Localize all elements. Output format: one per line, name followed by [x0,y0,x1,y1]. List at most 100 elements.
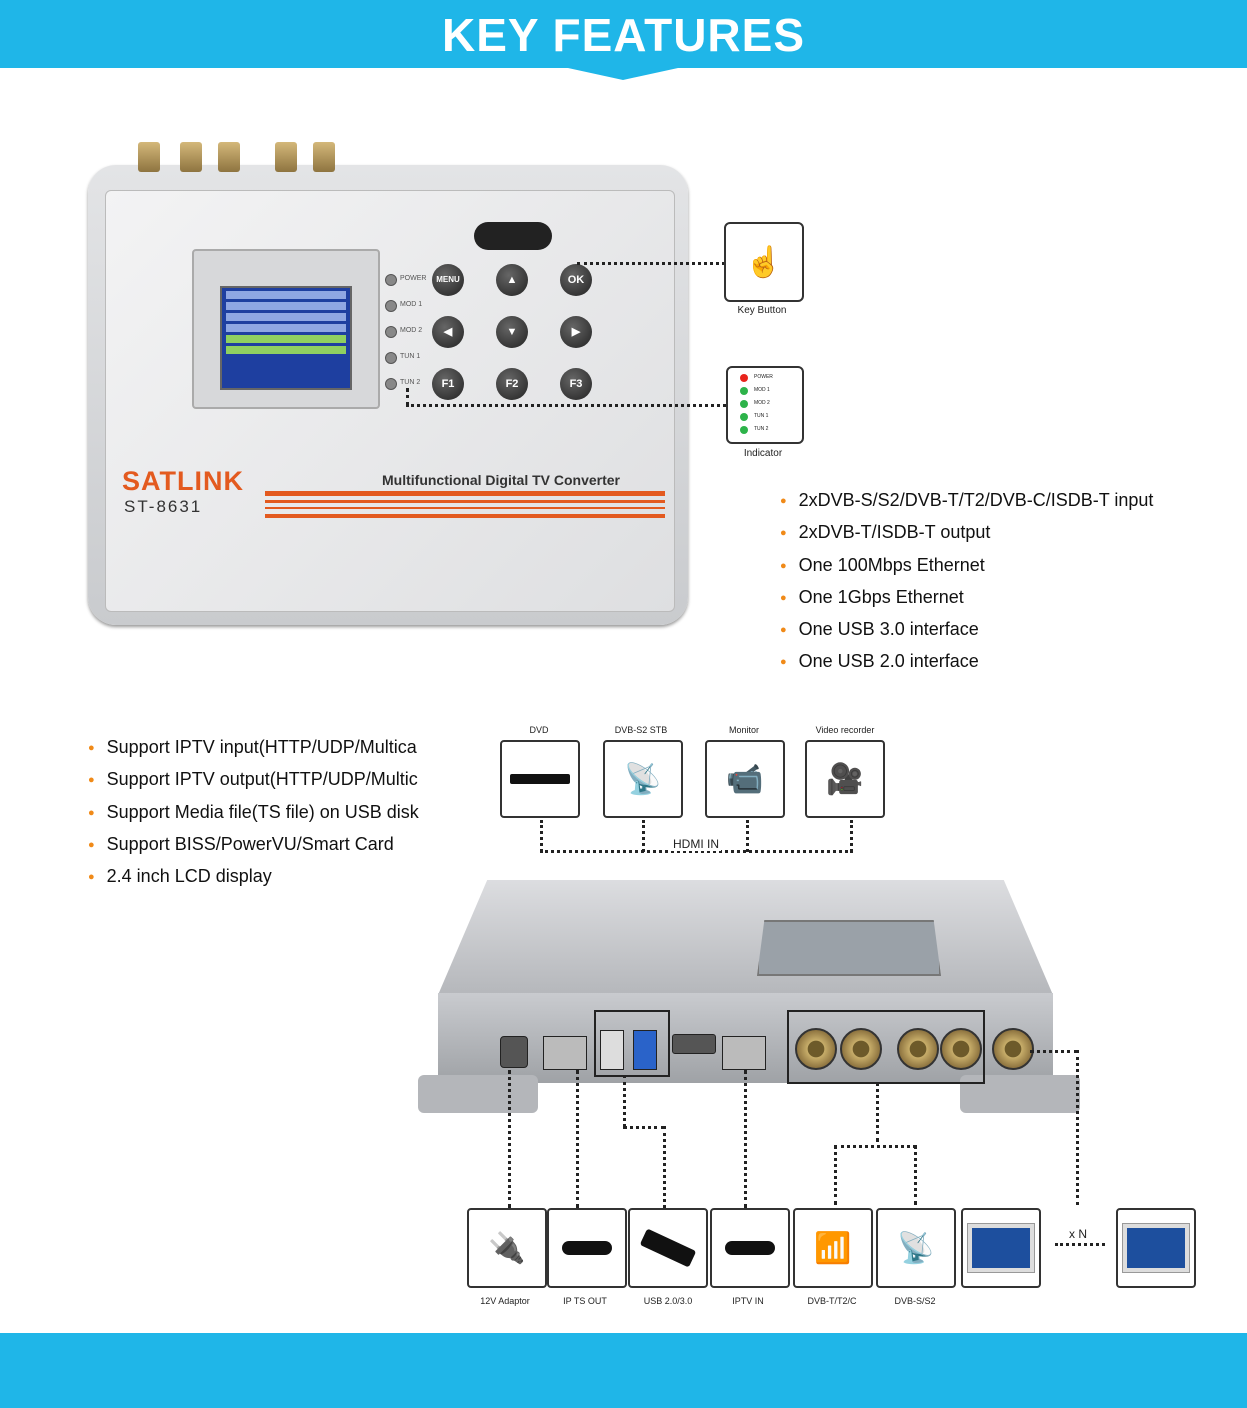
source-label: DVD [529,725,549,735]
indicator-led-label: MOD 1 [754,387,770,393]
connector-line [406,404,726,407]
model-label: ST-8631 [124,497,203,516]
tv-antenna-icon: 📶 [814,1231,852,1265]
connector-line [642,820,645,852]
cctv-camera-icon: 📹 [726,762,764,796]
repeat-count-label: x N [1069,1227,1087,1241]
monitor-icon [963,1210,1039,1286]
source-label: DVB-S2 STB [614,725,668,735]
feature-item: 2xDVB-S/S2/DVB-T/T2/DVB-C/ISDB-T input [780,486,1154,518]
rf-port [138,142,160,172]
set-top-box-icon [712,1210,788,1286]
hdmi-port [672,1034,716,1054]
output-label: 12V Adaptor [480,1296,530,1306]
usb-drive-box [628,1208,708,1288]
mounting-foot [960,1075,1080,1113]
led-label: MOD 2 [400,327,423,334]
feature-item: One USB 3.0 interface [780,615,1153,647]
iptv-in-box [710,1208,790,1288]
output-label: DVB-T/T2/C [807,1296,857,1306]
terrestrial-antenna-box: 📶 [793,1208,873,1288]
right-button[interactable]: ▶ [560,316,592,348]
connector-line [876,1082,879,1142]
connector-line [746,820,749,852]
output-label: USB 2.0/3.0 [643,1296,693,1306]
header-banner [0,0,1247,68]
feature-item: One 1Gbps Ethernet [780,583,1153,615]
source-label: Monitor [728,725,759,735]
usb-port-group [594,1010,670,1077]
rf-port-group [787,1010,985,1084]
rf-input-port [795,1028,837,1070]
led-tun2 [385,378,397,390]
tv-monitor-box [961,1208,1041,1288]
hand-pointer-icon: ☝ [745,245,783,279]
rf-port [218,142,240,172]
f2-button[interactable]: F2 [496,368,528,400]
f1-button[interactable]: F1 [432,368,464,400]
dvd-player-box [500,740,580,818]
f3-button[interactable]: F3 [560,368,592,400]
tv-monitor-box [1116,1208,1196,1288]
led-power-icon [740,374,748,382]
satellite-dish-icon: 📡 [624,762,662,796]
usb3-port [633,1030,657,1070]
led-tun1-icon [740,413,748,421]
mounting-foot [418,1075,538,1113]
connector-line [1076,1050,1079,1205]
connector-line [744,1070,747,1208]
up-button[interactable]: ▲ [496,264,528,296]
power-adaptor-box: 🔌 [467,1208,547,1288]
rf-port [275,142,297,172]
dc-power-port [500,1036,528,1068]
rf-input-port [940,1028,982,1070]
ethernet-port [543,1036,587,1070]
connector-line [663,1126,666,1208]
connector-line [577,262,725,265]
down-button[interactable]: ▼ [496,316,528,348]
led-mod1-icon [740,387,748,395]
decor-stripe [265,491,665,496]
connector-line [540,850,853,853]
video-recorder-box: 🎥 [805,740,885,818]
indicator-led-label: TUN 1 [754,413,769,419]
led-label: MOD 1 [400,301,423,308]
key-button-label: Key Button [737,305,787,316]
page-title: KEY FEATURES [441,9,806,61]
ok-button[interactable]: OK [560,264,592,296]
indicator-led-label: TUN 2 [754,426,769,432]
feature-item: 2xDVB-T/ISDB-T output [780,518,1153,550]
rf-input-port [840,1028,882,1070]
connector-line [1055,1243,1105,1246]
led-mod2 [385,326,397,338]
led-power [385,274,397,286]
led-label: TUN 1 [400,353,421,360]
feature-list-right: 2xDVB-S/S2/DVB-T/T2/DVB-C/ISDB-T input 2… [780,486,1154,680]
led-tun1 [385,352,397,364]
dvd-player-icon [502,742,578,816]
source-label: Video recorder [815,725,875,735]
rf-port [313,142,335,172]
left-button[interactable]: ◀ [432,316,464,348]
output-label: IPTV IN [732,1296,764,1306]
connector-line [850,820,853,852]
footer-banner [0,1333,1247,1408]
decor-stripe [265,507,665,509]
connector-line [623,1075,626,1127]
connector-line [623,1126,665,1129]
output-label: IP TS OUT [563,1296,607,1306]
dvb-s2-stb-box: 📡 [603,740,683,818]
lcd-screen [757,920,941,976]
monitor-camera-box: 📹 [705,740,785,818]
feature-item: Support Media file(TS file) on USB disk [88,798,419,830]
feature-item: One USB 2.0 interface [780,647,1153,679]
set-top-box-icon [549,1210,625,1286]
feature-item: Support IPTV output(HTTP/UDP/Multic [88,765,419,797]
led-tun2-icon [740,426,748,434]
rf-output-port [992,1028,1034,1070]
banner-arrow [568,68,678,80]
menu-button[interactable]: MENU [432,264,464,296]
usb-drive-icon [630,1210,706,1286]
product-line-label: Multifunctional Digital TV Converter [382,472,621,488]
feature-item: 2.4 inch LCD display [88,862,419,894]
